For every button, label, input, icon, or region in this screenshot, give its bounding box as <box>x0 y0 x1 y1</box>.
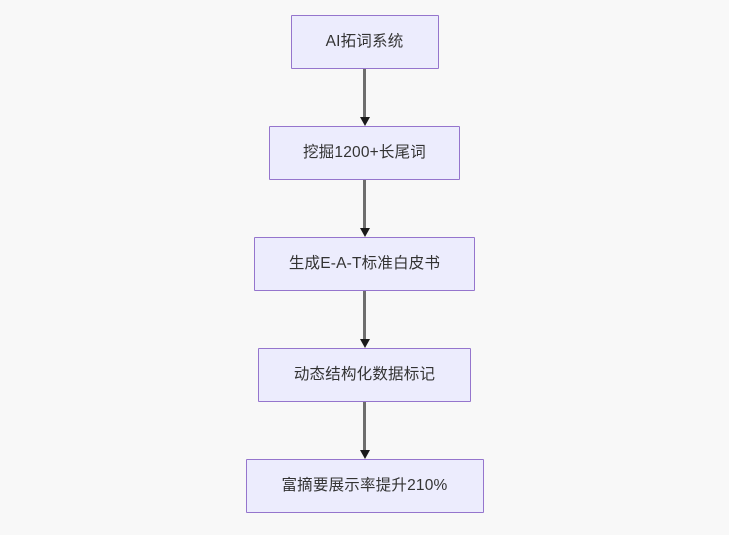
down-arrow-icon <box>359 339 370 348</box>
flow-node-dynamic-structured-data[interactable]: 动态结构化数据标记 <box>258 348 471 402</box>
flow-edge-n3-n4 <box>358 291 372 348</box>
flow-node-label: AI拓词系统 <box>325 33 404 51</box>
edge-line <box>363 69 366 118</box>
down-arrow-icon <box>359 228 370 237</box>
flow-edge-n4-n5 <box>358 402 372 459</box>
flow-node-mine-longtail-keywords[interactable]: 挖掘1200+长尾词 <box>269 126 460 180</box>
flow-node-label: 生成E-A-T标准白皮书 <box>288 255 441 273</box>
flow-edge-n1-n2 <box>358 69 372 126</box>
down-arrow-icon <box>359 117 370 126</box>
flow-node-rich-snippet-uplift[interactable]: 富摘要展示率提升210% <box>245 459 484 513</box>
flow-node-label: 动态结构化数据标记 <box>293 366 436 384</box>
flow-node-label: 富摘要展示率提升210% <box>281 477 448 495</box>
top-spacer <box>364 0 365 15</box>
edge-line <box>363 180 366 229</box>
flow-node-ai-keyword-system[interactable]: AI拓词系统 <box>290 15 439 69</box>
edge-line <box>363 402 366 451</box>
flow-node-generate-eat-whitepaper[interactable]: 生成E-A-T标准白皮书 <box>254 237 475 291</box>
flow-edge-n2-n3 <box>358 180 372 237</box>
down-arrow-icon <box>359 450 370 459</box>
edge-line <box>363 291 366 340</box>
flow-node-label: 挖掘1200+长尾词 <box>302 144 427 162</box>
